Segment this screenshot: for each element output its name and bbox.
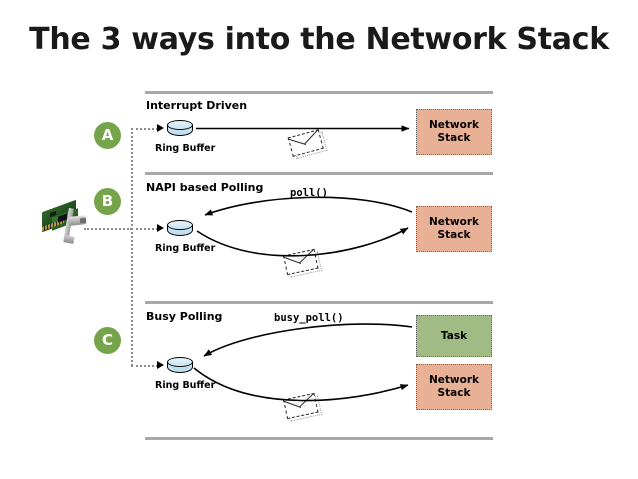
nic-branch-c-arrowhead bbox=[157, 361, 164, 369]
nic-branch-b-arrowhead bbox=[157, 224, 164, 232]
nic-bus-lead bbox=[84, 228, 132, 230]
nic-branch-a bbox=[131, 128, 158, 130]
section-divider-a-b bbox=[145, 172, 493, 175]
section-badge-a: A bbox=[94, 122, 121, 149]
busy-poll-call-label-c: busy_poll() bbox=[274, 312, 344, 324]
ring-buffer-b bbox=[167, 220, 195, 239]
nic-bus-vertical bbox=[131, 128, 133, 366]
ring-buffer-c bbox=[167, 357, 195, 376]
page-title: The 3 ways into the Network Stack bbox=[29, 22, 609, 57]
ring-buffer-a bbox=[167, 120, 195, 139]
network-stack-box-b: Network Stack bbox=[416, 206, 492, 252]
network-interface-card-image bbox=[36, 196, 92, 248]
packet-envelope-a bbox=[287, 129, 328, 159]
section-badge-c: C bbox=[94, 327, 121, 354]
section-title-c: Busy Polling bbox=[146, 310, 223, 323]
section-divider-bottom bbox=[145, 437, 493, 440]
task-box-c-text: Task bbox=[440, 329, 468, 342]
nic-branch-c bbox=[131, 365, 158, 367]
poll-call-label-b: poll() bbox=[290, 187, 328, 199]
ring-buffer-c-label: Ring Buffer bbox=[155, 380, 216, 391]
section-divider-b-c bbox=[145, 301, 493, 304]
arrow-c-busypoll-from-task bbox=[203, 323, 413, 357]
task-box-c: Task bbox=[416, 315, 492, 357]
ring-buffer-b-label: Ring Buffer bbox=[155, 243, 216, 254]
network-stack-box-b-text: Network Stack bbox=[428, 216, 479, 241]
nic-branch-b bbox=[131, 228, 158, 230]
section-title-a: Interrupt Driven bbox=[146, 99, 248, 112]
network-stack-box-c-text: Network Stack bbox=[428, 374, 479, 399]
packet-envelope-b bbox=[283, 248, 323, 278]
packet-envelope-c bbox=[283, 392, 323, 422]
network-stack-box-a: Network Stack bbox=[416, 109, 492, 155]
section-title-b: NAPI based Polling bbox=[146, 181, 264, 194]
network-stack-box-a-text: Network Stack bbox=[428, 119, 479, 144]
section-divider-top bbox=[145, 91, 493, 94]
ring-buffer-a-label: Ring Buffer bbox=[155, 143, 216, 154]
network-stack-box-c: Network Stack bbox=[416, 364, 492, 410]
arrow-b-poll-from-netstack bbox=[204, 196, 413, 216]
nic-branch-a-arrowhead bbox=[157, 124, 164, 132]
section-badge-b: B bbox=[94, 188, 121, 215]
